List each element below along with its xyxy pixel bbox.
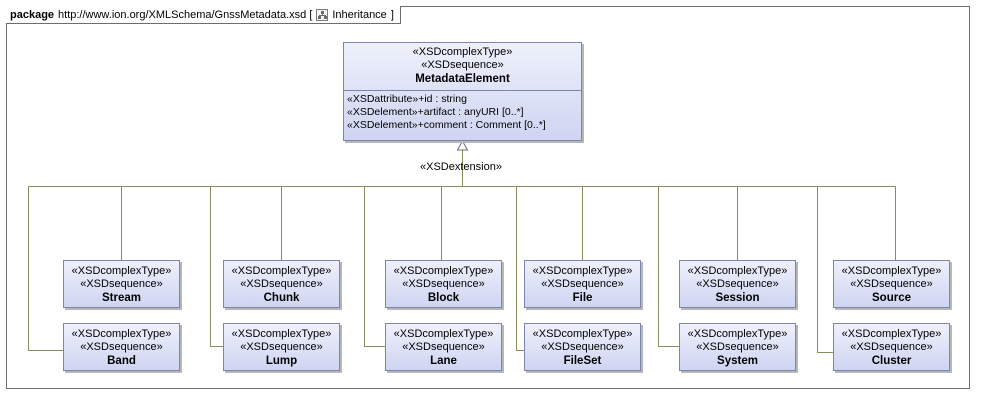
stereotype-complextype: «XSDcomplexType» bbox=[532, 328, 633, 340]
class-cluster[interactable]: «XSDcomplexType» «XSDsequence» Cluster bbox=[833, 323, 950, 371]
stereotype-complextype: «XSDcomplexType» bbox=[71, 265, 172, 277]
class-name: Source bbox=[872, 292, 911, 304]
stereotype-sequence: «XSDsequence» bbox=[80, 278, 163, 290]
class-name: File bbox=[572, 292, 593, 304]
class-system[interactable]: «XSDcomplexType» «XSDsequence» System bbox=[679, 323, 796, 371]
class-source[interactable]: «XSDcomplexType» «XSDsequence» Source bbox=[833, 260, 950, 308]
stereotype-sequence: «XSDsequence» bbox=[240, 278, 323, 290]
stereotype-complextype: «XSDcomplexType» bbox=[841, 265, 942, 277]
package-namespace: http://www.ion.org/XMLSchema/GnssMetadat… bbox=[58, 9, 313, 21]
stereotype-sequence: «XSDsequence» bbox=[696, 278, 779, 290]
stereotype-sequence: «XSDsequence» bbox=[421, 59, 504, 71]
class-stream[interactable]: «XSDcomplexType» «XSDsequence» Stream bbox=[63, 260, 180, 308]
connector-fileset bbox=[516, 186, 524, 351]
stereotype-complextype: «XSDcomplexType» bbox=[532, 265, 633, 277]
class-header: «XSDcomplexType» «XSDsequence» MetadataE… bbox=[344, 43, 581, 90]
stereotype-complextype: «XSDcomplexType» bbox=[841, 328, 942, 340]
class-diagram-icon bbox=[316, 9, 329, 21]
stereotype-complextype: «XSDcomplexType» bbox=[687, 328, 788, 340]
class-name: Lump bbox=[265, 355, 298, 367]
stereotype-complextype: «XSDcomplexType» bbox=[412, 46, 513, 58]
stereotype-complextype: «XSDcomplexType» bbox=[231, 328, 332, 340]
class-file[interactable]: «XSDcomplexType» «XSDsequence» File bbox=[524, 260, 641, 308]
class-metadataelement[interactable]: «XSDcomplexType» «XSDsequence» MetadataE… bbox=[343, 42, 582, 141]
package-close-bracket: ] bbox=[390, 9, 394, 21]
class-name: Lane bbox=[430, 355, 457, 367]
stereotype-complextype: «XSDcomplexType» bbox=[393, 265, 494, 277]
stereotype-complextype: «XSDcomplexType» bbox=[71, 328, 172, 340]
attribute-id: «XSDattribute»+id : string bbox=[347, 93, 467, 105]
stereotype-sequence: «XSDsequence» bbox=[850, 278, 933, 290]
connector-system bbox=[658, 186, 679, 347]
class-name: Block bbox=[427, 292, 460, 304]
stereotype-complextype: «XSDcomplexType» bbox=[231, 265, 332, 277]
class-name: Cluster bbox=[871, 355, 912, 367]
generalization-arrowhead bbox=[456, 139, 469, 151]
class-lane[interactable]: «XSDcomplexType» «XSDsequence» Lane bbox=[385, 323, 502, 371]
connector-cluster bbox=[817, 186, 833, 353]
stereotype-sequence: «XSDsequence» bbox=[541, 341, 624, 353]
class-name: Session bbox=[715, 292, 760, 304]
stereotype-sequence: «XSDsequence» bbox=[402, 341, 485, 353]
class-lump[interactable]: «XSDcomplexType» «XSDsequence» Lump bbox=[223, 323, 340, 371]
class-name: Band bbox=[107, 355, 136, 367]
connector-band bbox=[28, 186, 63, 351]
stereotype-complextype: «XSDcomplexType» bbox=[687, 265, 788, 277]
class-block[interactable]: «XSDcomplexType» «XSDsequence» Block bbox=[385, 260, 502, 308]
stereotype-sequence: «XSDsequence» bbox=[541, 278, 624, 290]
package-tab: package http://www.ion.org/XMLSchema/Gns… bbox=[6, 6, 401, 24]
package-keyword: package bbox=[10, 9, 55, 21]
diagram-name: Inheritance bbox=[332, 9, 387, 21]
stereotype-sequence: «XSDsequence» bbox=[402, 278, 485, 290]
class-chunk[interactable]: «XSDcomplexType» «XSDsequence» Chunk bbox=[223, 260, 340, 308]
extension-label: «XSDextension» bbox=[420, 161, 502, 173]
stereotype-complextype: «XSDcomplexType» bbox=[393, 328, 494, 340]
class-name: Chunk bbox=[263, 292, 300, 304]
class-name: Stream bbox=[102, 292, 141, 304]
connector-lump bbox=[210, 186, 223, 347]
attribute-artifact: «XSDelement»+artifact : anyURI [0..*] bbox=[347, 106, 524, 118]
class-name: MetadataElement bbox=[415, 73, 510, 85]
stereotype-sequence: «XSDsequence» bbox=[240, 341, 323, 353]
class-fileset[interactable]: «XSDcomplexType» «XSDsequence» FileSet bbox=[524, 323, 641, 371]
stereotype-sequence: «XSDsequence» bbox=[80, 341, 163, 353]
class-session[interactable]: «XSDcomplexType» «XSDsequence» Session bbox=[679, 260, 796, 308]
connector-lane bbox=[364, 186, 385, 347]
class-band[interactable]: «XSDcomplexType» «XSDsequence» Band bbox=[63, 323, 180, 371]
class-name: FileSet bbox=[563, 355, 602, 367]
attribute-comment: «XSDelement»+comment : Comment [0..*] bbox=[347, 119, 546, 131]
attribute-compartment: «XSDattribute»+id : string «XSDelement»+… bbox=[344, 90, 581, 132]
stereotype-sequence: «XSDsequence» bbox=[696, 341, 779, 353]
class-name: System bbox=[717, 355, 758, 367]
stereotype-sequence: «XSDsequence» bbox=[850, 341, 933, 353]
